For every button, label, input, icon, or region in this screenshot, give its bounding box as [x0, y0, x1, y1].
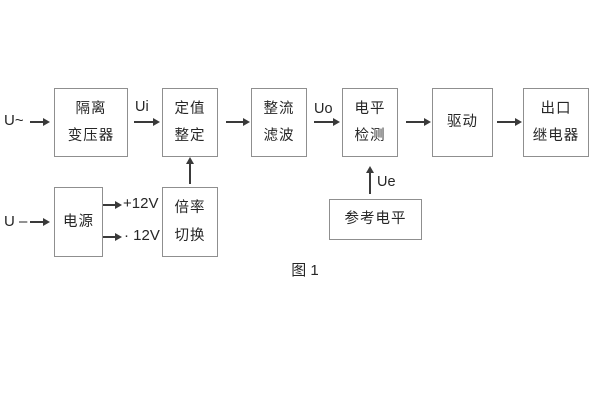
block-rectifier-filter-line2: 滤波 [263, 128, 295, 144]
block-reference-level-line1: 参考电平 [344, 211, 407, 228]
block-level-detector-line2: 检测 [354, 128, 386, 144]
block-output-relay-line2: 继电器 [532, 128, 580, 144]
arrow-level-to-driver [406, 121, 425, 123]
arrow-driver-to-relay [497, 121, 516, 123]
label-minus12v: · 12V [124, 227, 160, 244]
label-ac-input: U~ [4, 112, 24, 129]
arrow-setpoint-to-rectifier [226, 121, 244, 123]
block-setpoint-adjust-line1: 定值 [174, 100, 206, 117]
block-isolation-transformer: 隔离 变压器 [54, 88, 128, 157]
block-output-relay: 出口 继电器 [523, 88, 589, 157]
arrow-ui [134, 121, 154, 123]
block-output-relay-line1: 出口 [540, 100, 572, 117]
block-isolation-transformer-line2: 变压器 [67, 128, 115, 144]
block-setpoint-adjust-line2: 整定 [174, 128, 206, 144]
arrow-uo [314, 121, 334, 123]
block-ratio-switch-line2: 切换 [174, 227, 206, 244]
arrow-ue-reference [369, 172, 371, 194]
block-isolation-transformer-line1: 隔离 [75, 100, 107, 117]
block-ratio-switch-line1: 倍率 [174, 200, 206, 216]
block-level-detector-line1: 电平 [354, 100, 386, 117]
arrow-ratio-to-setpoint [189, 163, 191, 184]
block-ratio-switch: 倍率 切换 [162, 187, 218, 257]
arrow-plus12v [103, 204, 116, 206]
block-level-detector: 电平 检测 [342, 88, 398, 157]
arrow-minus12v [103, 236, 116, 238]
block-setpoint-adjust: 定值 整定 [162, 88, 218, 157]
block-rectifier-filter-line1: 整流 [263, 100, 295, 117]
figure-caption: 图 1 [291, 262, 319, 279]
block-driver-line1: 驱动 [447, 114, 478, 131]
block-power-supply: 电源 [54, 187, 103, 257]
label-plus12v: +12V [123, 195, 159, 212]
label-dc-input: U – [4, 213, 28, 230]
block-rectifier-filter: 整流 滤波 [251, 88, 307, 157]
arrow-ac-input [30, 121, 44, 123]
block-reference-level: 参考电平 [329, 199, 422, 240]
label-ue-signal: Ue [377, 174, 396, 190]
arrow-dc-input [30, 221, 44, 223]
label-uo-signal: Uo [314, 101, 333, 117]
label-ui-signal: Ui [135, 99, 149, 115]
block-power-supply-line1: 电源 [63, 213, 94, 230]
block-driver: 驱动 [432, 88, 493, 157]
